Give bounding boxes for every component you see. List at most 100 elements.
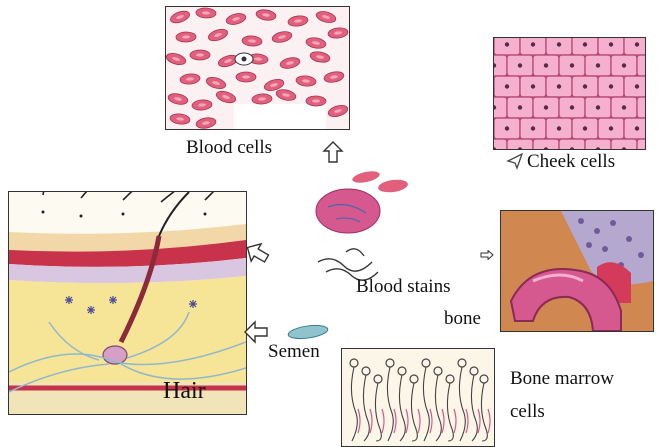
cheek-cells-label: Cheek cells	[527, 152, 615, 171]
cheek-cell	[494, 139, 507, 149]
blood-cell	[225, 12, 247, 27]
blood-cell	[180, 73, 201, 85]
blood-cell	[166, 51, 187, 66]
semen-smear	[287, 323, 328, 340]
bone-marrow-cell	[398, 367, 408, 441]
blood-cell	[323, 70, 345, 84]
hair-skin-panel	[8, 191, 247, 415]
cheek-cell	[546, 118, 572, 139]
outline-arrow-left-icon	[243, 320, 269, 344]
bone-marrow-cell	[422, 359, 432, 441]
cheek-cell	[494, 38, 520, 55]
cheek-cell	[520, 38, 546, 55]
blood-cells-label: Blood cells	[186, 138, 272, 157]
blood-cell	[176, 32, 196, 43]
outline-arrow-left-icon	[244, 240, 270, 266]
cheek-cell	[559, 55, 585, 76]
blood-cell	[190, 50, 210, 60]
blood-stains-label-line1: Blood stains	[356, 277, 450, 296]
blood-cell	[296, 75, 317, 87]
bone-marrow-cell	[480, 375, 490, 441]
blood-drop	[377, 178, 408, 194]
blood-cell	[205, 75, 227, 90]
cheek-cell	[572, 38, 598, 55]
blood-cell	[305, 36, 326, 49]
bone-marrow-label-line1: Bone marrow	[510, 369, 614, 388]
cheek-cell	[546, 76, 572, 97]
blood-cell	[287, 15, 308, 28]
bone-marrow-cells-illustration	[342, 349, 494, 446]
cheek-cell	[585, 139, 611, 149]
cheek-cell	[533, 139, 559, 149]
cheek-cell	[637, 97, 645, 118]
cheek-cells-panel	[493, 37, 646, 150]
blood-cell	[279, 56, 301, 70]
cheek-cell	[624, 118, 645, 139]
hair-label: Hair	[163, 379, 206, 403]
cheek-cell	[637, 139, 645, 149]
cheek-cell	[494, 55, 507, 76]
cheek-cell	[507, 97, 533, 118]
blood-cells-panel	[165, 6, 350, 130]
bone-marrow-label-line2: cells	[510, 402, 545, 421]
blood-cell	[306, 96, 326, 106]
cheek-cell	[533, 97, 559, 118]
blood-cell	[255, 8, 276, 21]
cheek-cell	[611, 139, 637, 149]
cheek-cell	[624, 38, 645, 55]
skin-cross-section-illustration	[9, 192, 246, 414]
white-blood-cell	[235, 53, 253, 65]
cheek-cell	[585, 55, 611, 76]
cheek-cell	[533, 55, 559, 76]
cheek-cell	[585, 97, 611, 118]
blood-cell	[315, 10, 337, 25]
blank-label-box	[234, 104, 326, 129]
bone-marrow-cell	[374, 375, 384, 441]
bone-marrow-cell	[434, 367, 444, 441]
outline-arrow-up-icon	[322, 140, 344, 164]
cheek-cell	[507, 139, 533, 149]
blood-cell	[167, 92, 189, 106]
blood-cell	[207, 27, 229, 43]
cheek-cell	[624, 76, 645, 97]
blood-stains-label-line2: bone	[444, 309, 481, 328]
cheek-cell	[494, 76, 520, 97]
cheek-cells-illustration	[494, 38, 645, 149]
cheek-cell	[520, 76, 546, 97]
cheek-cell	[637, 55, 645, 76]
bone-panel	[500, 210, 654, 332]
blood-cell	[327, 103, 349, 118]
semen-label: Semen	[268, 342, 320, 361]
bone-marrow-cell	[458, 359, 468, 441]
cheek-cell	[598, 38, 624, 55]
blood-cell	[195, 116, 216, 129]
blood-cell	[252, 93, 273, 104]
cheek-cell	[559, 97, 585, 118]
hair-strand	[318, 259, 372, 271]
bone-marrow-cell	[386, 359, 396, 441]
bone-marrow-cell	[350, 359, 360, 441]
cheek-cell	[494, 118, 520, 139]
blood-cell	[271, 30, 293, 44]
cheek-cell	[559, 139, 585, 149]
cheek-cell	[572, 118, 598, 139]
blood-cell	[215, 89, 237, 105]
cheek-cell	[572, 76, 598, 97]
cheek-cell	[494, 97, 507, 118]
bone-marrow-cell	[470, 367, 480, 441]
cheek-cell	[611, 97, 637, 118]
bone-marrow-panel	[341, 348, 495, 447]
pointer-arrow-icon	[506, 152, 524, 170]
bone-marrow-cell	[362, 367, 372, 441]
blood-cell	[196, 7, 216, 18]
cheek-cell	[611, 55, 637, 76]
cheek-cell	[598, 76, 624, 97]
bone-illustration	[501, 211, 653, 331]
blood-cell	[309, 50, 331, 64]
blood-drop	[351, 169, 380, 185]
blood-cell	[236, 72, 256, 82]
cheek-cell	[520, 118, 546, 139]
outline-arrow-right-icon	[480, 250, 494, 260]
blood-cell	[169, 9, 191, 25]
blood-cells-illustration	[166, 7, 349, 129]
